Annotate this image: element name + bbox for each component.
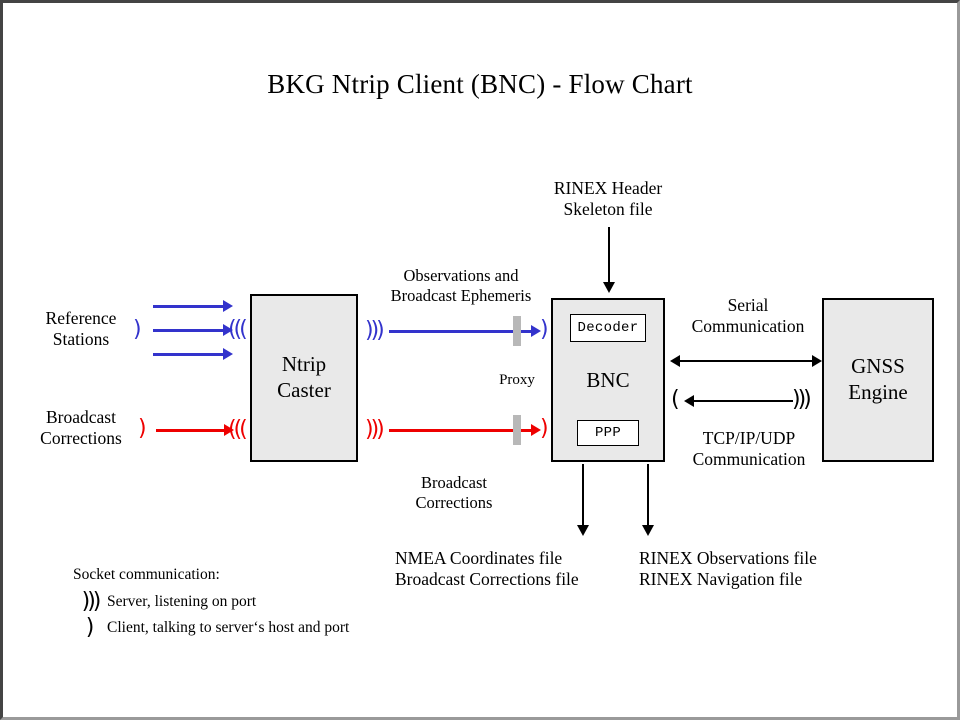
arrow-line-broadcast-corrections-input (156, 429, 226, 432)
socket-server-icon-caster-observations: ))) (231, 317, 248, 342)
arrow-head-reference-stations-2 (223, 324, 233, 336)
label-observations-and-ephemeris: Observations and Broadcast Ephemeris (390, 266, 532, 306)
arrow-head-rinex-output (642, 525, 654, 536)
socket-client-icon-bnc-corrections: ) (540, 416, 549, 441)
arrow-line-serial (680, 360, 816, 362)
arrow-line-corrections (389, 429, 535, 432)
socket-client-icon-bnc-tcp: ) (671, 387, 680, 412)
arrow-line-rinex-header (608, 227, 610, 283)
node-bnc-ppp-label: PPP (594, 424, 622, 441)
arrow-line-tcp (693, 400, 793, 402)
socket-client-icon-legend: ) (85, 615, 95, 640)
arrow-head-corrections (531, 424, 541, 436)
socket-server-icon-gnss-tcp: ))) (792, 387, 812, 412)
label-proxy: Proxy (487, 371, 547, 389)
node-bnc-decoder-label: Decoder (577, 320, 639, 336)
legend-item-server: ))) Server, listening on port (73, 591, 493, 613)
label-rinex-outputs: RINEX Observations file RINEX Navigation… (639, 548, 817, 590)
arrow-line-observations (389, 330, 535, 333)
socket-server-icon-legend: ))) (81, 589, 102, 614)
arrow-head-reference-stations-3 (223, 348, 233, 360)
node-gnss-engine-label: GNSS Engine (848, 354, 908, 404)
arrow-line-reference-stations-1 (153, 305, 225, 308)
label-nmea-outputs: NMEA Coordinates file Broadcast Correcti… (395, 548, 579, 590)
arrow-head-serial-right (812, 355, 822, 367)
legend-item-server-label: Server, listening on port (107, 593, 257, 610)
legend-item-client: ) Client, talking to server‘s host and p… (73, 617, 493, 639)
arrow-line-rinex-output (647, 464, 649, 526)
label-broadcast-corrections-input: Broadcast Corrections (40, 407, 122, 449)
socket-client-icon-bnc-observations: ) (540, 317, 549, 342)
socket-client-icon-reference-stations: ) (133, 317, 142, 342)
legend-title: Socket communication: (73, 566, 220, 583)
arrow-head-serial-left (670, 355, 680, 367)
proxy-bar-observations (513, 316, 521, 346)
arrow-head-reference-stations-1 (223, 300, 233, 312)
node-bnc-label: BNC (586, 368, 630, 393)
socket-client-icon-broadcast-corrections: ) (138, 416, 147, 441)
label-rinex-header-skeleton: RINEX Header Skeleton file (553, 178, 663, 220)
arrow-head-broadcast-corrections-input (224, 424, 234, 436)
socket-server-icon-caster-corrections: ))) (231, 417, 248, 442)
legend: Socket communication: ))) Server, listen… (73, 566, 493, 643)
proxy-bar-corrections (513, 415, 521, 445)
label-reference-stations: Reference Stations (45, 308, 117, 350)
legend-item-client-label: Client, talking to server‘s host and por… (107, 619, 350, 636)
node-gnss-engine[interactable]: GNSS Engine (822, 298, 934, 462)
node-ntrip-caster-label: Ntrip Caster (277, 352, 331, 402)
arrow-head-tcp (684, 395, 694, 407)
node-ntrip-caster[interactable]: Ntrip Caster (250, 294, 358, 462)
arrow-head-observations (531, 325, 541, 337)
proxy-text: Proxy (499, 372, 535, 388)
arrow-head-rinex-header (603, 282, 615, 293)
arrow-line-reference-stations-3 (153, 353, 225, 356)
node-bnc[interactable]: Decoder BNC PPP (551, 298, 665, 462)
arrow-head-nmea-output (577, 525, 589, 536)
arrow-line-nmea-output (582, 464, 584, 526)
node-bnc-ppp[interactable]: PPP (577, 419, 639, 446)
node-bnc-decoder[interactable]: Decoder (570, 314, 646, 342)
page-title: BKG Ntrip Client (BNC) - Flow Chart (267, 69, 693, 99)
arrow-line-reference-stations-2 (153, 329, 225, 332)
socket-server-icon-observations-out: ))) (365, 318, 385, 343)
label-serial-communication: Serial Communication (691, 295, 805, 337)
socket-server-icon-corrections-out: ))) (365, 417, 385, 442)
label-tcp-communication: TCP/IP/UDP Communication (692, 428, 806, 470)
label-broadcast-corrections-flow: Broadcast Corrections (415, 473, 493, 513)
